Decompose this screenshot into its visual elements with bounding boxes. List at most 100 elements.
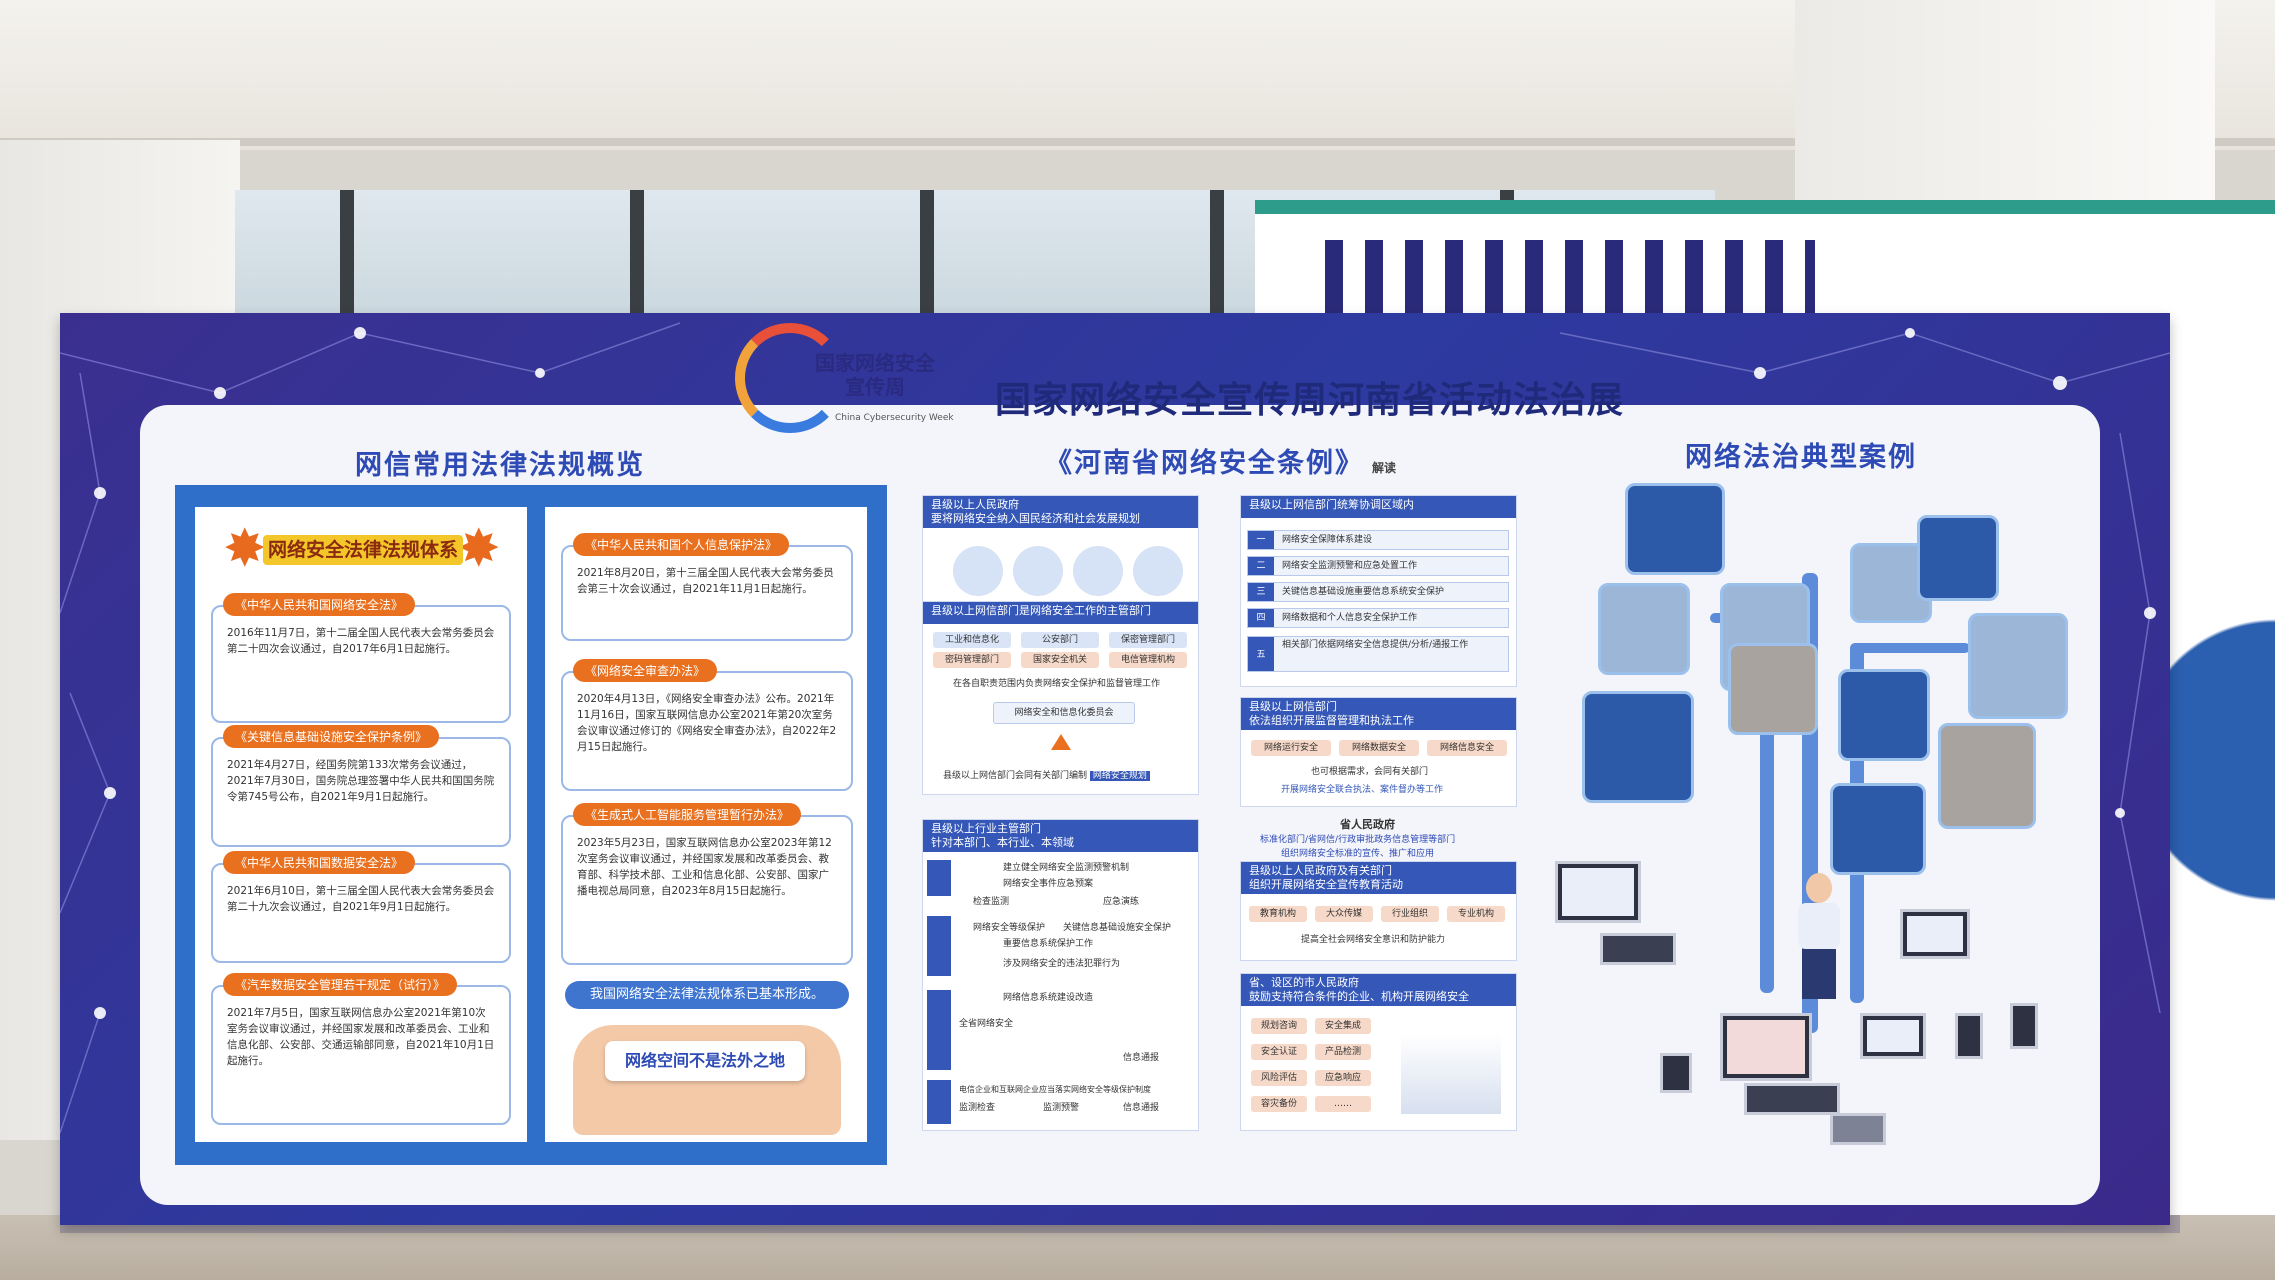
laptop-icon (1900, 909, 1970, 959)
laptop-icon (1860, 1013, 1926, 1059)
industry-line: 监测预警 (1043, 1103, 1080, 1113)
coordination-block-head: 县级以上网信部门统筹协调区域内 (1241, 496, 1516, 518)
logo-ring-icon (735, 323, 845, 433)
industry-line: 全省网络安全 (959, 1019, 1014, 1029)
industry-side-label (927, 990, 951, 1070)
industry-side-label (927, 1080, 951, 1124)
department-chip: 公安部门 (1021, 632, 1099, 648)
industry-line: 应急演练 (1103, 897, 1140, 907)
exhibition-board: 国家网络安全 宣传周 China Cybersecurity Week 国家网络… (60, 313, 2170, 1225)
row-number: 三 (1248, 583, 1274, 601)
law-title: 《生成式人工智能服务管理暂行办法》 (573, 803, 802, 826)
supervision-block-head: 县级以上网信部门 依法组织开展监督管理和执法工作 (1241, 698, 1516, 730)
arrow-up-icon (1051, 734, 1071, 750)
coordination-row: 四网络数据和个人信息安全保护工作 (1247, 608, 1509, 628)
window-mullion (340, 190, 354, 330)
province-block: 省人民政府 标准化部门/省网信/行政审批政务信息管理等部门 组织网络安全标准的宣… (1240, 817, 1515, 877)
main-title: 国家网络安全宣传周河南省活动法治展 (995, 380, 1625, 421)
law-item: 《中华人民共和国网络安全法》 2016年11月7日，第十二届全国人民代表大会常务… (211, 593, 511, 723)
row-text: 网络安全监测预警和应急处置工作 (1282, 561, 1418, 571)
service-chip: 容灾备份 (1251, 1096, 1307, 1112)
coordination-row: 二网络安全监测预警和应急处置工作 (1247, 556, 1509, 576)
law-title: 《汽车数据安全管理若干规定（试行）》 (223, 973, 458, 996)
department-chip: 保密管理部门 (1109, 632, 1187, 648)
law-body: 2021年6月10日，第十三届全国人民代表大会常务委员会第二十九次会议通过，自2… (227, 885, 495, 913)
education-block-head: 县级以上人民政府及有关部门 组织开展网络安全宣传教育活动 (1241, 862, 1516, 894)
industry-line: 网络信息系统建设改造 (1003, 993, 1094, 1003)
right-section-title: 网络法治典型案例 (1685, 442, 1917, 473)
service-chip: 安全认证 (1251, 1044, 1307, 1060)
supervision-chip: 网络信息安全 (1427, 740, 1507, 756)
law-item: 《关键信息基础设施安全保护条例》 2021年4月27日，经国务院第133次常务会… (211, 725, 511, 847)
law-body: 2023年5月23日，国家互联网信息办公室2023年第12次室务会议审议通过，并… (577, 837, 832, 897)
industry-support-block: 省、设区的市人民政府 鼓励支持符合条件的企业、机构开展网络安全 规划咨询 安全集… (1240, 973, 1517, 1131)
industry-line: 涉及网络安全的违法犯罪行为 (1003, 959, 1121, 969)
department-chip: 国家安全机关 (1021, 652, 1099, 668)
tablet-icon (1660, 1053, 1692, 1093)
industry-line: 信息通报 (1123, 1103, 1160, 1113)
authority-block-head: 县级以上网信部门是网络安全工作的主管部门 (923, 602, 1198, 624)
planning-line-text: 县级以上网信部门会同有关部门编制 (943, 771, 1088, 781)
planning-line-highlight: 网络安全规划 (1089, 771, 1150, 781)
service-chip: 产品检测 (1315, 1044, 1371, 1060)
authority-block: 县级以上网信部门是网络安全工作的主管部门 工业和信息化 公安部门 保密管理部门 … (922, 601, 1199, 795)
education-chip: 教育机构 (1249, 906, 1307, 922)
law-item: 《中华人民共和国数据安全法》 2021年6月10日，第十三届全国人民代表大会常务… (211, 851, 511, 963)
case-bubble (1625, 483, 1725, 575)
case-bubble (1830, 783, 1926, 875)
regulation-title: 《河南省网络安全条例》 (1045, 448, 1364, 479)
star-icon: ✸ (223, 519, 267, 579)
planning-block: 县级以上人民政府 要将网络安全纳入国民经济和社会发展规划 (922, 495, 1199, 617)
logo-subtitle: China Cybersecurity Week (835, 413, 954, 423)
law-title: 《中华人民共和国个人信息保护法》 (573, 533, 790, 556)
law-title: 《关键信息基础设施安全保护条例》 (223, 725, 440, 748)
industry-side-label (927, 860, 951, 896)
pillar (1795, 0, 2215, 230)
service-chip: 安全集成 (1315, 1018, 1371, 1034)
monitor-icon (1555, 861, 1641, 923)
department-chip: 密码管理部门 (933, 652, 1011, 668)
education-chip: 专业机构 (1447, 906, 1505, 922)
service-chip: …… (1315, 1096, 1371, 1112)
committee-chip: 网络安全和信息化委员会 (993, 702, 1135, 724)
education-chip: 大众传媒 (1315, 906, 1373, 922)
rear-board-stripes (1325, 240, 1815, 318)
law-system-footer: 我国网络安全法律法规体系已基本形成。 (565, 981, 849, 1009)
supervision-chip: 网络数据安全 (1339, 740, 1419, 756)
industry-line: 重要信息系统保护工作 (1003, 939, 1094, 949)
case-bubble (1582, 691, 1694, 803)
middle-section-title: 《河南省网络安全条例》解读 (1045, 441, 1396, 480)
calculator-icon (1830, 1113, 1886, 1145)
phone-icon (1955, 1013, 1983, 1059)
industry-line: 网络安全等级保护 (973, 923, 1046, 933)
supervision-chip: 网络运行安全 (1251, 740, 1331, 756)
tree-branch (1850, 643, 1970, 653)
window-mullion (920, 190, 934, 330)
province-sub: 标准化部门/省网信/行政审批政务信息管理等部门 组织网络安全标准的宣传、推广和应… (1260, 835, 1456, 859)
industry-support-head: 省、设区的市人民政府 鼓励支持符合条件的企业、机构开展网络安全 (1241, 974, 1516, 1006)
case-bubble (1968, 613, 2068, 719)
education-block: 县级以上人民政府及有关部门 组织开展网络安全宣传教育活动 教育机构 大众传媒 行… (1240, 861, 1517, 961)
person-illustration (1788, 873, 1848, 1003)
case-bubble (1728, 643, 1818, 735)
law-item: 《生成式人工智能服务管理暂行办法》 2023年5月23日，国家互联网信息办公室2… (561, 803, 853, 965)
floor (0, 1215, 2275, 1280)
supervision-block: 县级以上网信部门 依法组织开展监督管理和执法工作 网络运行安全 网络数据安全 网… (1240, 697, 1517, 807)
city-illustration (1401, 1034, 1501, 1114)
row-text: 相关部门依据网络安全信息提供/分析/通报工作 (1282, 640, 1469, 650)
industry-line: 建立健全网络安全监测预警机制 (1003, 863, 1130, 873)
law-body: 2020年4月13日，《网络安全审查办法》公布。2021年11月16日，国家互联… (577, 693, 837, 753)
planning-line: 县级以上网信部门会同有关部门编制 网络安全规划 (943, 768, 1150, 784)
left-section-title: 网信常用法律法规概览 (355, 450, 645, 481)
industry-line: 电信企业和互联网企业应当落实网络安全等级保护制度 (959, 1085, 1151, 1094)
law-item: 《汽车数据安全管理若干规定（试行）》 2021年7月5日，国家互联网信息办公室2… (211, 973, 511, 1125)
coordination-row: 一网络安全保障体系建设 (1247, 530, 1509, 550)
planning-circle (1073, 546, 1123, 596)
cybersecurity-week-logo: 国家网络安全 宣传周 China Cybersecurity Week (735, 323, 985, 433)
law-body: 2021年4月27日，经国务院第133次常务会议通过，2021年7月30日，国务… (227, 759, 495, 803)
row-text: 网络安全保障体系建设 (1282, 535, 1373, 545)
supervision-line: 也可根据需求，会同有关部门 (1311, 767, 1429, 777)
planning-circle (953, 546, 1003, 596)
industry-line: 信息通报 (1123, 1053, 1160, 1063)
logo-text: 国家网络安全 宣传周 (815, 351, 935, 399)
